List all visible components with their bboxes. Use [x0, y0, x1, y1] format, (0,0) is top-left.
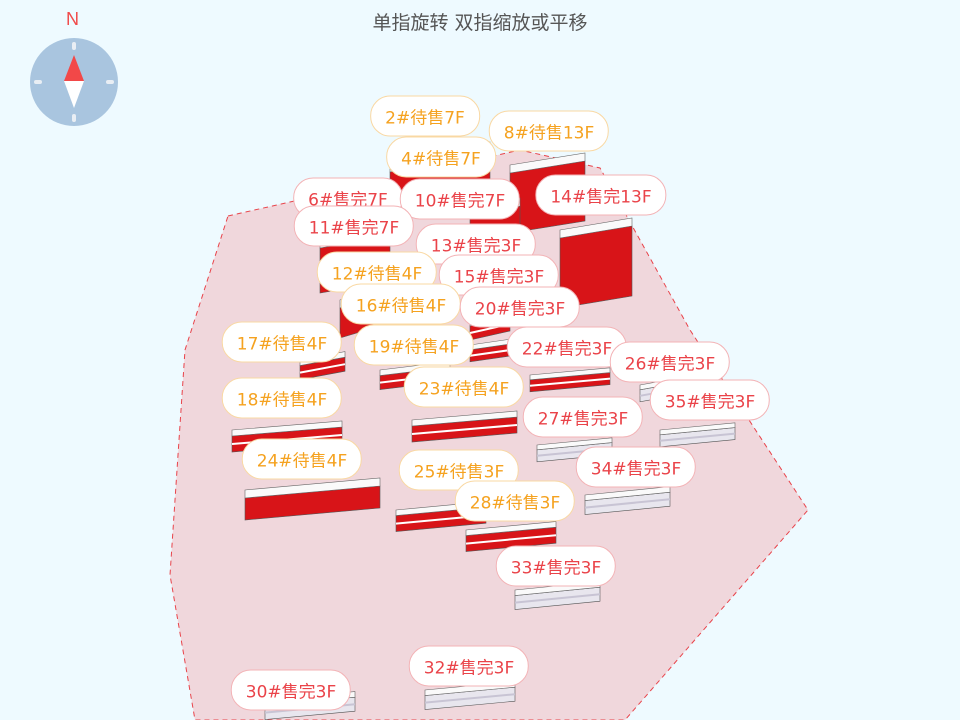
building-label[interactable]: 4#待售7F [386, 136, 496, 178]
building-block[interactable] [424, 681, 516, 710]
building-roof [559, 217, 633, 239]
building-roof [584, 486, 671, 501]
compass-needle-icon [64, 55, 84, 108]
building-roof [659, 422, 736, 436]
building-roof [244, 477, 381, 499]
building-roof [509, 152, 586, 174]
building-block[interactable] [659, 422, 736, 448]
north-label: N [66, 9, 79, 29]
floor-stripe [584, 498, 671, 509]
floor-stripe [529, 377, 611, 387]
floor-stripe [299, 363, 346, 374]
building-roof [411, 410, 518, 427]
building-label[interactable]: 19#待售4F [353, 324, 475, 366]
building-label[interactable]: 18#待售4F [221, 377, 343, 419]
building-label[interactable]: 33#售完3F [495, 545, 617, 587]
building-block[interactable] [411, 410, 518, 443]
building-roof [465, 521, 557, 536]
building-label[interactable]: 24#待售4F [241, 438, 363, 480]
floor-stripe [424, 693, 516, 704]
building-label[interactable]: 8#待售13F [488, 110, 610, 152]
compass-tick [34, 80, 42, 84]
building-label[interactable]: 35#售完3F [649, 379, 771, 421]
building-label[interactable]: 23#待售4F [403, 366, 525, 408]
building-label[interactable]: 34#售完3F [575, 446, 697, 488]
building-label[interactable]: 28#待售3F [454, 480, 576, 522]
building-block[interactable] [584, 486, 671, 515]
building-label[interactable]: 20#售完3F [459, 286, 581, 328]
building-block[interactable] [529, 367, 611, 393]
building-block[interactable] [559, 217, 633, 309]
building-label[interactable]: 11#售完7F [293, 205, 415, 247]
floor-stripe [514, 593, 601, 604]
gesture-hint: 单指旋转 双指缩放或平移 [372, 12, 588, 34]
building-label[interactable]: 22#售完3F [506, 326, 628, 368]
building-label[interactable]: 14#售完13F [535, 174, 667, 216]
building-block[interactable] [244, 477, 381, 521]
compass-tick [106, 80, 114, 84]
building-label[interactable]: 30#售完3F [230, 669, 352, 711]
building-roof [536, 437, 613, 451]
building-label[interactable]: 32#售完3F [408, 645, 530, 687]
building-block[interactable] [465, 521, 557, 552]
building-label[interactable]: 2#待售7F [370, 95, 480, 137]
building-label[interactable]: 17#待售4F [221, 321, 343, 363]
compass-tick [72, 114, 76, 122]
building-roof [529, 367, 611, 381]
floor-stripe [465, 534, 557, 545]
building-label[interactable]: 10#售完7F [399, 178, 521, 220]
compass-tick [72, 42, 76, 50]
floor-stripe [411, 424, 518, 435]
compass-icon[interactable] [30, 38, 118, 126]
building-roof [231, 420, 343, 437]
building-label[interactable]: 16#待售4F [340, 283, 462, 325]
building-label[interactable]: 27#售完3F [522, 396, 644, 438]
building-label[interactable]: 26#售完3F [609, 341, 731, 383]
floor-stripe [659, 432, 736, 442]
